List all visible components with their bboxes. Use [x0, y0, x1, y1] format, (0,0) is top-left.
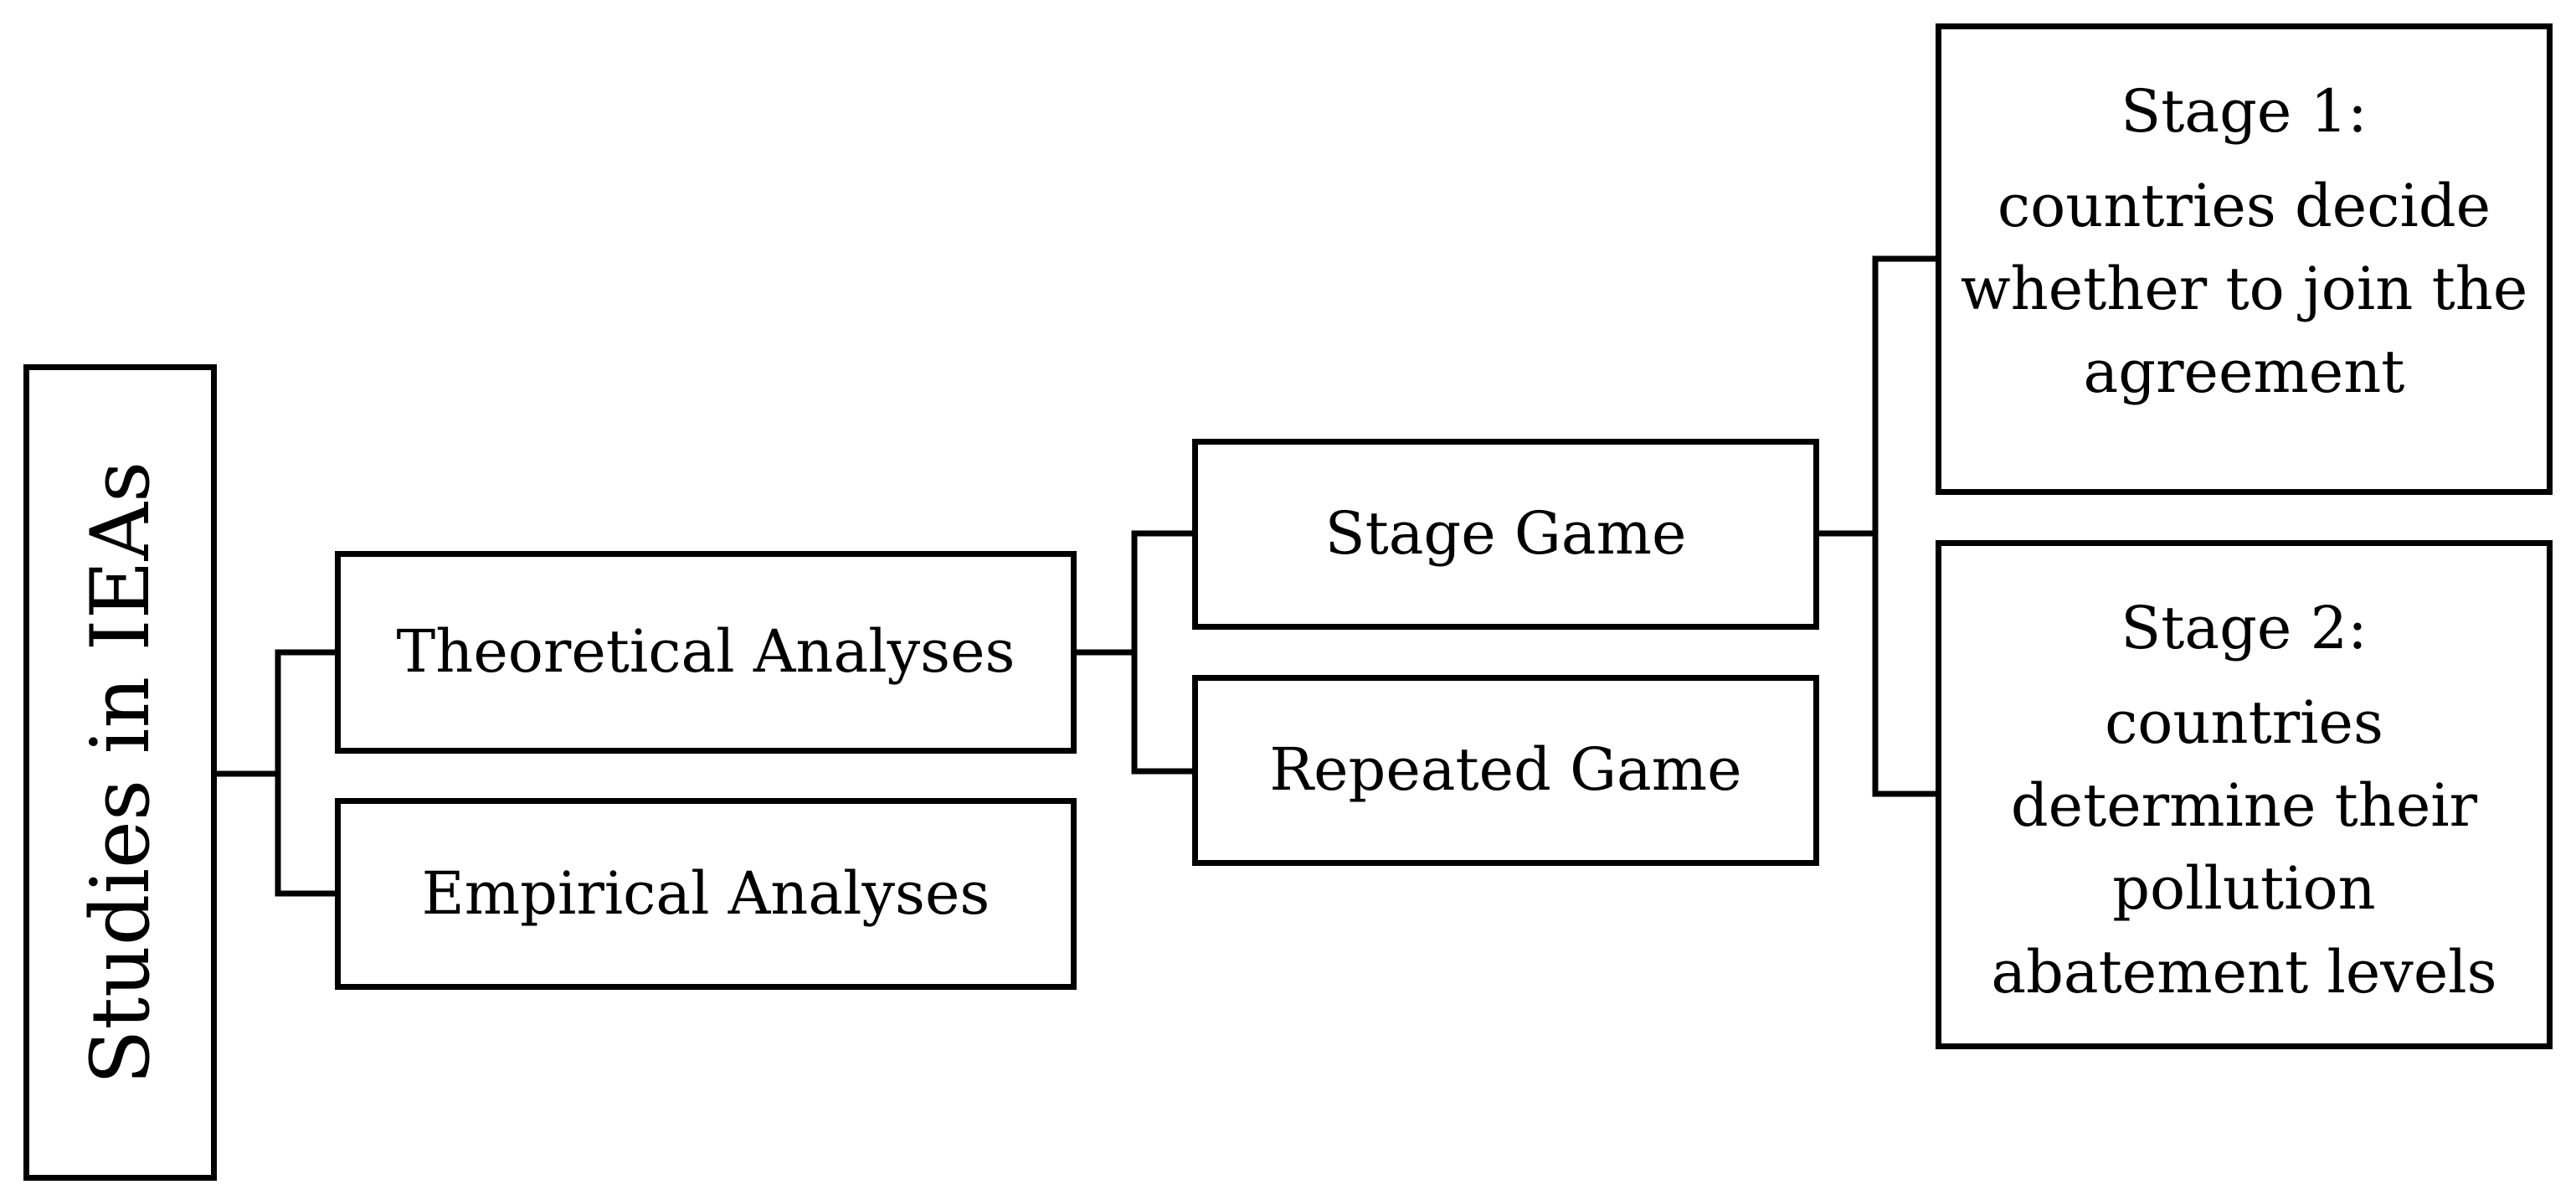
stage-2-title: Stage 2:: [2121, 594, 2368, 662]
node-repeated-game: Repeated Game: [1192, 675, 1819, 866]
node-theoretical-analyses-label: Theoretical Analyses: [396, 617, 1015, 687]
node-empirical-analyses-label: Empirical Analyses: [421, 858, 990, 928]
node-stage-game-label: Stage Game: [1324, 499, 1687, 569]
root-node-label: Studies in IEAs: [73, 461, 167, 1084]
node-repeated-game-label: Repeated Game: [1269, 735, 1742, 805]
stage-2-line: determine their: [2010, 770, 2478, 840]
stage-1-line: countries decide: [1997, 171, 2491, 240]
stage-2-description: countries determine their pollution abat…: [1991, 682, 2496, 1015]
node-theoretical-analyses: Theoretical Analyses: [335, 551, 1077, 754]
root-node-studies-in-ieas: Studies in IEAs: [23, 364, 217, 1181]
stage-1-line: whether to join the: [1960, 254, 2528, 323]
node-empirical-analyses: Empirical Analyses: [335, 798, 1077, 990]
node-stage-game: Stage Game: [1192, 439, 1819, 630]
stage-2-line: abatement levels: [1991, 937, 2497, 1007]
stage-1-description: countries decide whether to join the agr…: [1961, 165, 2528, 415]
stage-1-line: agreement: [2083, 337, 2405, 407]
stage-2-line: countries: [2105, 688, 2383, 757]
stage-2-line: pollution: [2112, 854, 2376, 924]
node-stage-1: Stage 1: countries decide whether to joi…: [1936, 23, 2553, 495]
stage-1-title: Stage 1:: [2121, 77, 2368, 146]
node-stage-2: Stage 2: countries determine their pollu…: [1936, 540, 2553, 1049]
